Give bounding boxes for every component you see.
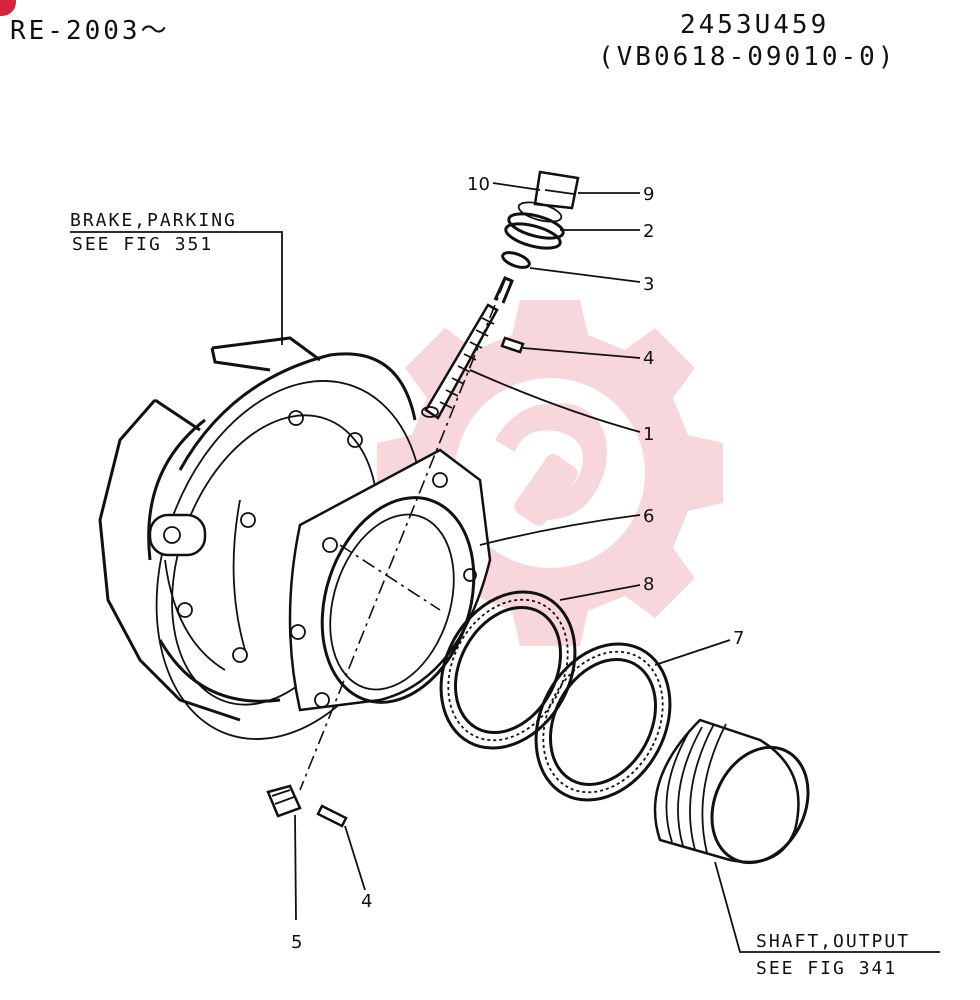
pin-part-4-lower xyxy=(316,804,348,828)
seal-ring-part-7 xyxy=(534,642,672,802)
ring-part-3 xyxy=(501,251,531,269)
seal-ring-part-8 xyxy=(439,590,577,750)
plug-part-9 xyxy=(533,170,580,210)
part-code-label: (VB0618-09010-0) xyxy=(598,42,897,72)
callout-4-upper: 4 xyxy=(643,348,654,369)
parking-brake-housing xyxy=(98,336,425,740)
callout-4-lower: 4 xyxy=(361,891,372,912)
callout-1: 1 xyxy=(643,424,654,445)
shaft-ref-fig: SEE FIG 341 xyxy=(756,958,897,979)
flange-housing-part-6 xyxy=(232,432,492,712)
callout-7: 7 xyxy=(733,628,744,649)
pin-part-4-upper xyxy=(500,336,525,354)
callout-6: 6 xyxy=(643,506,654,527)
axis-line-flange xyxy=(339,544,441,611)
axis-line-worm xyxy=(299,279,506,791)
brake-ref-fig: SEE FIG 351 xyxy=(72,234,213,255)
washer-part-2 xyxy=(504,201,565,250)
callout-5: 5 xyxy=(291,932,302,953)
callout-2: 2 xyxy=(643,221,654,242)
brake-ref-title: BRAKE,PARKING xyxy=(70,210,237,231)
shaft-ref-title: SHAFT,OUTPUT xyxy=(756,931,910,952)
callout-10: 10 xyxy=(467,174,490,195)
leader-lines xyxy=(70,182,940,953)
serial-range-label: RE-2003～ xyxy=(10,16,170,46)
part-number-label: 2453U459 xyxy=(680,10,830,40)
callout-8: 8 xyxy=(643,574,654,595)
callout-3: 3 xyxy=(643,274,654,295)
output-shaft-coupling xyxy=(653,718,810,865)
block-part-5 xyxy=(266,784,302,818)
callout-9: 9 xyxy=(643,184,654,205)
